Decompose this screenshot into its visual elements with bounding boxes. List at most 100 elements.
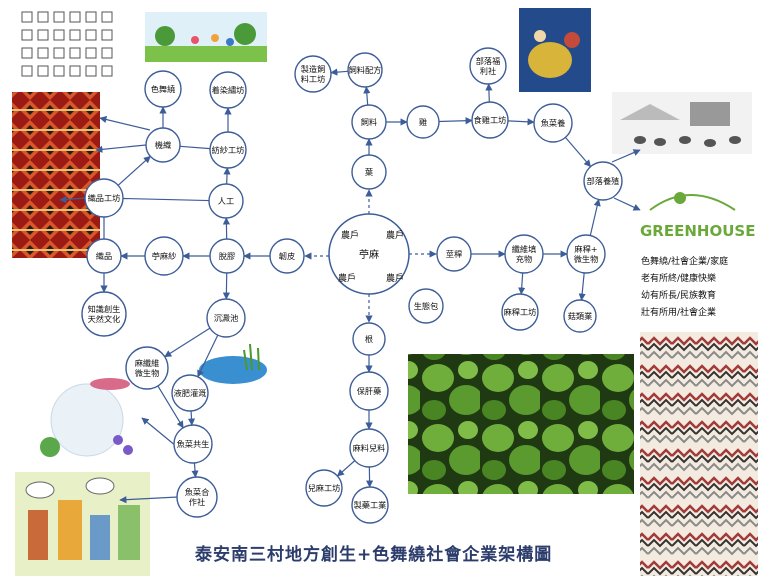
node-label: 飼料 [361,117,377,127]
node-label: 生態包 [414,301,439,311]
node-label: 着染繡坊 [212,85,245,95]
node-label: 色舞繞 [151,84,176,94]
connector-arrow [180,146,210,148]
textile-image [12,92,100,258]
node-chicken: 雞 [407,106,439,138]
node-meat-workshop: 食雞工坊 [472,102,508,138]
node-label: 魚菜共生 [177,439,210,449]
node-label: 紡紗工坊 [212,145,245,155]
node-label: 沉澱池 [214,313,239,323]
connector-arrow [439,121,472,122]
connector-arrow [123,198,209,200]
connector-arrow [590,200,598,236]
connector-arrow [582,273,585,300]
connector-arrow [565,137,590,166]
node-label: 製造飼料工坊 [301,64,326,84]
node-root: 根 [353,323,385,355]
node-label: 麻纖維微生物 [135,358,160,378]
node-fish-coop: 魚菜合作社 [177,477,217,517]
node-stalk-microbe: 麻稈+微生物 [567,235,605,273]
node-label: 織品 [96,251,112,261]
node-label: 液肥灌溉 [174,388,207,398]
node-mushroom: 菇類業 [564,300,596,332]
clothing-icons-image [15,4,115,94]
greenhouse-label: GREENHOUSE [640,222,755,240]
node-tribe-farm: 部落養殖 [584,162,622,200]
connector-arrow [366,87,367,105]
pond-illustration [199,344,267,384]
node-fertilizer: 液肥灌溉 [172,375,208,411]
node-label: 保肝藥 [357,386,382,396]
node-label: 苧麻紗 [152,251,177,261]
node-stalk-workshop: 麻稈工坊 [502,294,538,330]
connector-arrow [331,71,348,72]
household-label: 農戶 [338,272,356,284]
node-feed-formula: 飼料配方 [348,53,382,87]
node-stalk: 莖稈 [437,237,471,271]
node-degum: 脫膠 [210,239,244,273]
node-label: 人工 [218,196,234,206]
connector-arrow [194,463,195,477]
legend-item: 老有所終/健康快樂 [641,271,761,288]
community-cooperative-illustration [15,472,150,576]
node-textile-workshop: 織品工坊 [85,179,123,217]
node-waste-microbe: 麻纖維微生物 [126,347,168,389]
connector-arrow [100,118,150,130]
node-retting: 沉澱池 [207,299,245,337]
node-label: 兒麻工坊 [308,483,341,493]
connector-arrow [165,328,210,357]
node-label: 飼料配方 [349,65,382,75]
node-knowledge: 知識創生天然文化 [82,292,126,336]
node-sewing: 機織 [146,128,180,162]
legend: 色舞繞/社會企業/家庭 老有所終/健康快樂 幼有所長/民族教育 壯有所用/社會企… [641,254,761,322]
node-label: 織品工坊 [88,193,121,203]
connector-arrow [337,461,354,476]
connector-arrow [118,156,150,185]
node-label: 製藥工業 [354,500,387,510]
farm-sketch-image [612,92,752,154]
park-illustration [145,12,267,62]
node-label: 部落養殖 [587,176,620,186]
node-drink-workshop: 兒麻工坊 [306,470,342,506]
legend-item: 壯有所用/社會企業 [641,305,761,322]
connector-arrow [227,168,228,184]
node-eco-pack: 生態包 [409,289,443,323]
connector-arrow [489,84,490,102]
node-tribe-welfare: 部落福利社 [470,48,506,84]
node-label: 食雞工坊 [474,115,507,125]
legend-item: 幼有所長/民族教育 [641,288,761,305]
node-label: 莖稈 [446,249,462,259]
node-feed-workshop: 製造飼料工坊 [295,56,331,92]
center-node: 苧麻 農戶 農戶 農戶 農戶 [329,214,409,294]
connector-arrow [191,411,192,425]
community-painting [519,8,591,92]
node-label: 知識創生天然文化 [88,304,121,324]
node-leaf: 葉 [352,155,386,189]
node-label: 魚菜養 [541,118,566,128]
node-fiber-yarn: 苧麻紗 [145,237,183,275]
node-spinning: 紡紗工坊 [210,132,246,168]
connector-arrow [614,198,640,210]
node-label: 韌皮 [279,251,295,261]
node-colored-yarn: 着染繡坊 [210,72,246,108]
node-weave: 織品 [87,239,121,273]
connector-arrow [508,121,534,122]
household-label: 農戶 [386,229,404,241]
node-handcraft: 人工 [209,184,243,218]
ramie-leaf-photo [408,354,634,494]
node-label: 脫膠 [219,251,235,261]
household-label: 農戶 [341,229,359,241]
node-label: 麻料兒料 [353,443,386,453]
node-feed: 飼料 [352,105,386,139]
node-label: 葉 [365,167,373,177]
household-label: 農戶 [386,272,404,284]
woven-pattern-image [640,332,758,576]
node-expand-drink: 麻料兒料 [350,429,388,467]
aquaponics-cycle-image [40,378,133,457]
connector-arrow [96,145,146,150]
node-label: 根 [365,334,373,344]
connector-arrow [521,273,522,294]
node-label: 麻稈工坊 [504,307,537,317]
node-label: 麻稈+微生物 [574,244,599,264]
node-health-food: 保肝藥 [350,372,388,410]
